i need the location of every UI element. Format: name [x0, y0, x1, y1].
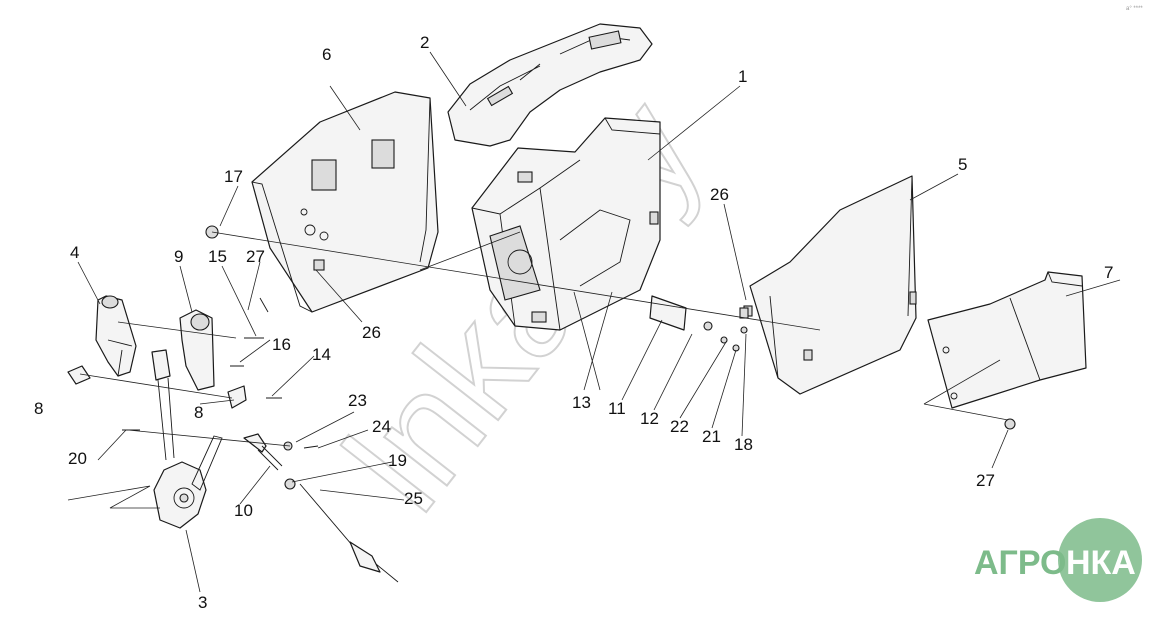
- leader-lines: [67, 51, 1121, 593]
- callout-4: 4: [70, 243, 79, 262]
- callout-17: 17: [224, 167, 243, 186]
- callout-8b: 8: [194, 403, 203, 422]
- logo-text-right: НКА: [1066, 544, 1136, 582]
- callout-21: 21: [702, 427, 721, 446]
- part-8-knob: [67, 365, 247, 409]
- part-4-lever-housing: [95, 295, 137, 377]
- callout-1: 1: [738, 67, 747, 86]
- callout-22: 22: [670, 417, 689, 436]
- callout-27a: 27: [246, 247, 265, 266]
- part-7-right-cover: [927, 271, 1087, 409]
- callout-3: 3: [198, 593, 207, 612]
- callout-16: 16: [272, 335, 291, 354]
- callout-6: 6: [322, 45, 331, 64]
- callout-19: 19: [388, 451, 407, 470]
- part-2-top-cover: [447, 23, 653, 147]
- callout-13: 13: [572, 393, 591, 412]
- callout-26a: 26: [362, 323, 381, 342]
- small-hardware: [122, 225, 1016, 451]
- part-5-right-panel: [743, 175, 917, 395]
- callout-9: 9: [174, 247, 183, 266]
- callout-15: 15: [208, 247, 227, 266]
- part-25-cable: [284, 478, 399, 583]
- callout-8a: 8: [34, 399, 43, 418]
- callout-12: 12: [640, 409, 659, 428]
- part-9-lever-housing: [179, 309, 215, 391]
- callout-2: 2: [420, 33, 429, 52]
- callout-25: 25: [404, 489, 423, 508]
- callout-23: 23: [348, 391, 367, 410]
- callout-26b: 26: [710, 185, 729, 204]
- callout-14: 14: [312, 345, 331, 364]
- logo-circle: [1058, 518, 1142, 602]
- callout-20: 20: [68, 449, 87, 468]
- callout-27b: 27: [976, 471, 995, 490]
- callout-7: 7: [1104, 263, 1113, 282]
- callout-18: 18: [734, 435, 753, 454]
- part-6-left-panel: [251, 91, 439, 313]
- part-3-control-lever: [151, 349, 223, 529]
- callout-11: 11: [608, 399, 626, 418]
- agronka-logo: АГРО НКА: [974, 518, 1142, 602]
- logo-text-left: АГРО: [974, 544, 1067, 582]
- callout-5: 5: [958, 155, 967, 174]
- callout-10: 10: [234, 501, 253, 520]
- corner-mark: a° ****: [1126, 6, 1143, 12]
- callout-labels: 1 2 3 4 5 6 7 8 8 9 10 11 12 13 14 15 16…: [34, 33, 1113, 612]
- part-10-linkage: [243, 433, 283, 471]
- callout-24: 24: [372, 417, 391, 436]
